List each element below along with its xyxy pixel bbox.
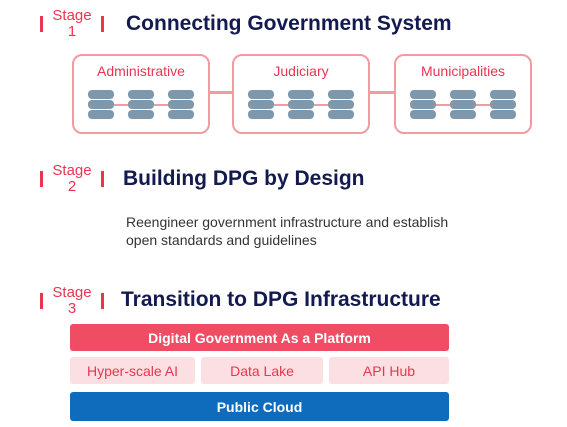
platform-block: Digital Government As a Platform bbox=[70, 324, 449, 351]
database-group bbox=[248, 90, 354, 119]
stage-2-label: Stage 2 bbox=[40, 163, 104, 195]
stage-tag: Stage 3 bbox=[43, 285, 101, 317]
public-cloud-block: Public Cloud bbox=[70, 392, 449, 421]
database-group bbox=[410, 90, 516, 119]
stage-word: Stage bbox=[52, 162, 92, 179]
stage-2-description: Reengineer government infrastructure and… bbox=[126, 213, 448, 249]
box-label: Municipalities bbox=[420, 63, 506, 79]
stage-bar-right bbox=[101, 293, 104, 309]
municipalities-box: Municipalities bbox=[394, 54, 532, 134]
database-row bbox=[74, 88, 208, 122]
judiciary-box: Judiciary bbox=[232, 54, 370, 134]
description-line: Reengineer government infrastructure and… bbox=[126, 214, 449, 230]
stage-3-label: Stage 3 bbox=[40, 285, 104, 317]
stage-2-title: Building DPG by Design bbox=[123, 167, 365, 190]
database-icon bbox=[450, 90, 476, 119]
stage-tag: Stage 1 bbox=[43, 8, 101, 40]
database-row bbox=[234, 88, 368, 122]
database-icon bbox=[128, 90, 154, 119]
database-icon bbox=[490, 90, 516, 119]
stage-bar-left bbox=[40, 171, 43, 187]
data-lake-block: Data Lake bbox=[201, 357, 323, 384]
database-icon bbox=[168, 90, 194, 119]
box-label: Administrative bbox=[97, 63, 185, 79]
database-icon bbox=[248, 90, 274, 119]
stage-bar-right bbox=[101, 16, 104, 32]
connector-line bbox=[368, 91, 394, 94]
stage-number: 2 bbox=[67, 178, 77, 195]
database-icon bbox=[88, 90, 114, 119]
stage-tag: Stage 2 bbox=[43, 163, 101, 195]
database-row bbox=[396, 88, 530, 122]
api-hub-block: API Hub bbox=[329, 357, 449, 384]
stage-number: 1 bbox=[67, 23, 77, 40]
stage-bar-left bbox=[40, 293, 43, 309]
stage-1-title: Connecting Government System bbox=[126, 12, 452, 35]
stage-word: Stage bbox=[52, 284, 92, 301]
database-icon bbox=[328, 90, 354, 119]
stage-word: Stage bbox=[52, 7, 92, 24]
connector-line bbox=[208, 91, 232, 94]
stage-number: 3 bbox=[67, 300, 77, 317]
stage-bar-right bbox=[101, 171, 104, 187]
stage-3-title: Transition to DPG Infrastructure bbox=[121, 288, 441, 311]
admin-box: Administrative bbox=[72, 54, 210, 134]
database-group bbox=[88, 90, 194, 119]
description-line: open standards and guidelines bbox=[126, 232, 317, 248]
database-icon bbox=[410, 90, 436, 119]
stage-bar-left bbox=[40, 16, 43, 32]
box-label: Judiciary bbox=[273, 63, 329, 79]
stage-1-label: Stage 1 bbox=[40, 8, 104, 40]
database-icon bbox=[288, 90, 314, 119]
hyper-scale-ai-block: Hyper-scale AI bbox=[70, 357, 195, 384]
